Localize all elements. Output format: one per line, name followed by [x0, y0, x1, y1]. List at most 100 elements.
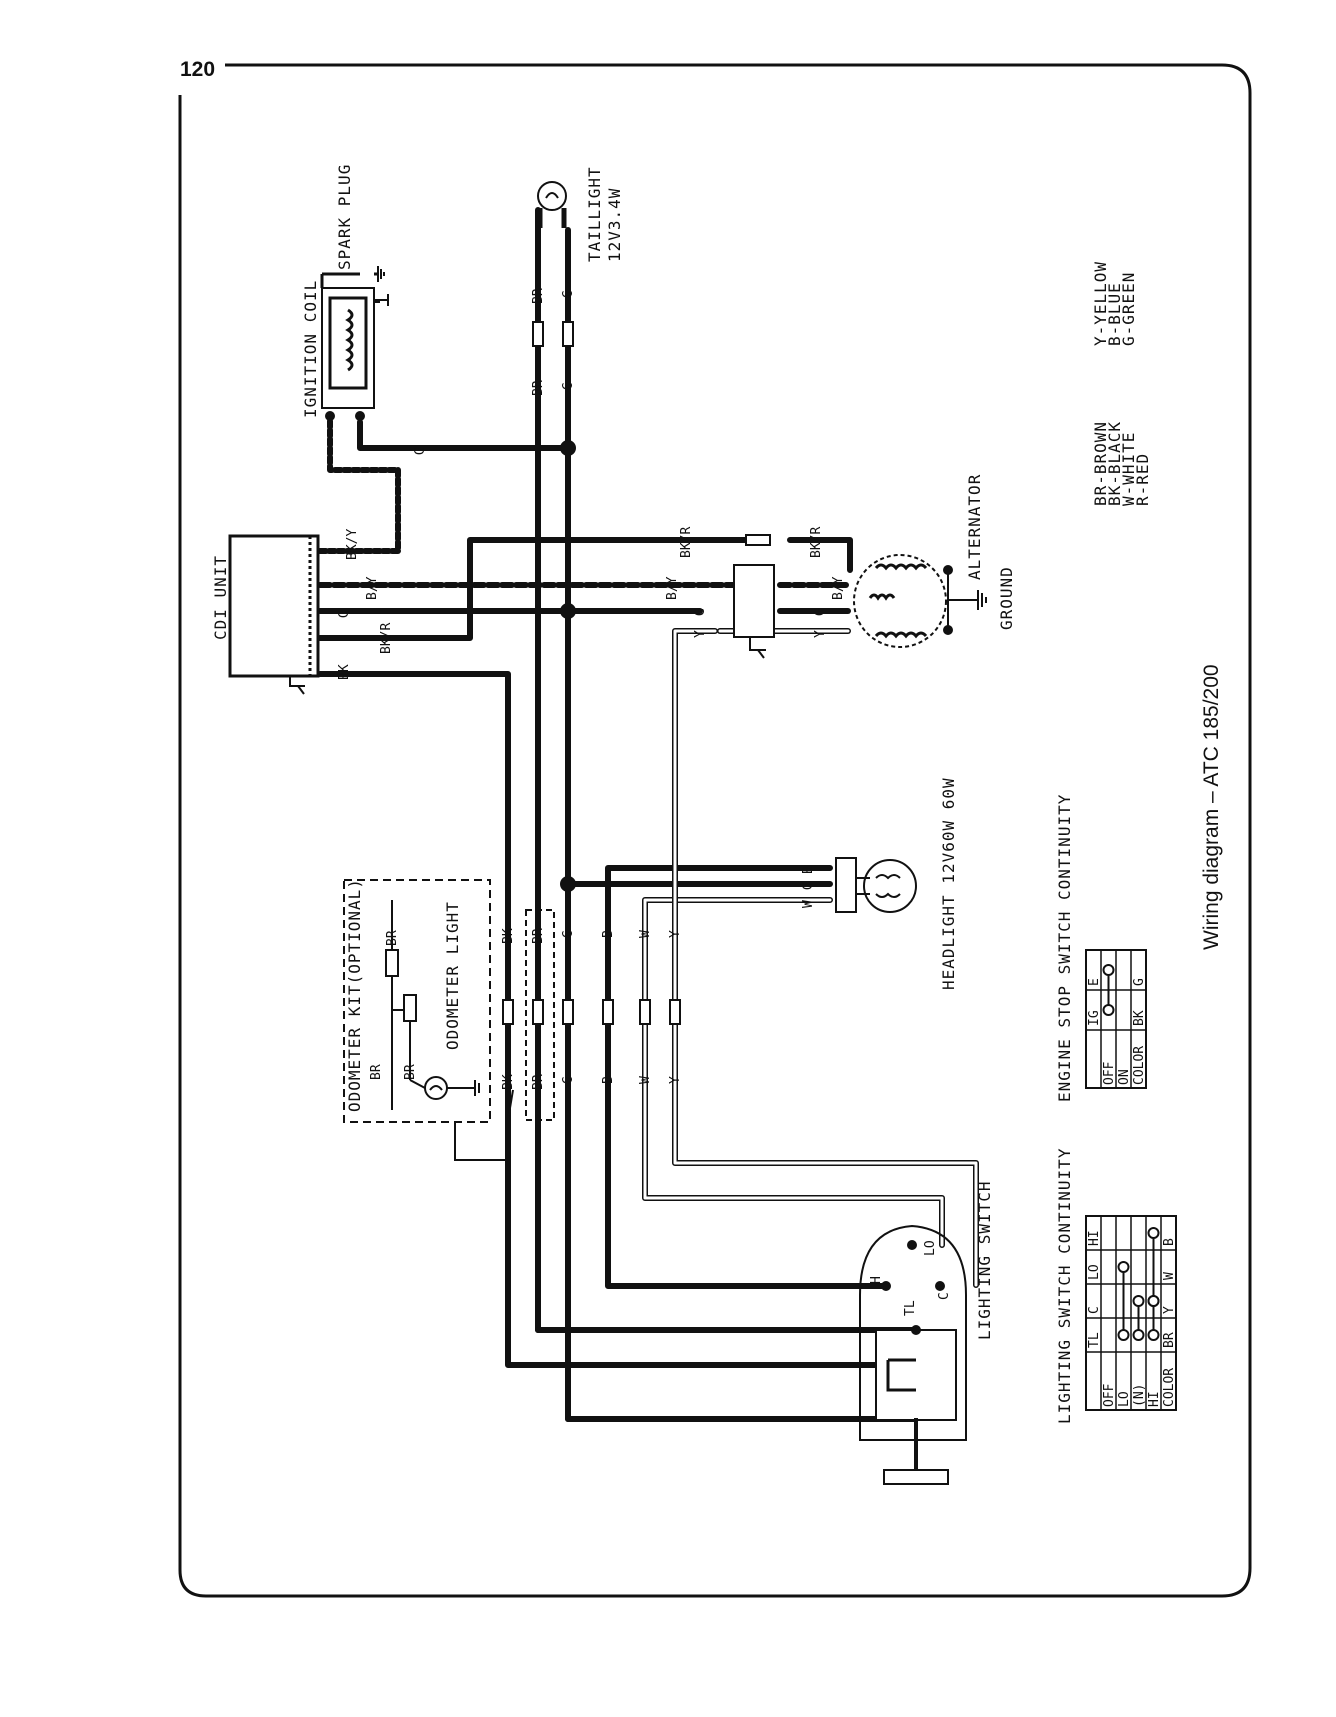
inline-connectors [502, 321, 771, 1025]
legend-left-2: W-WHITE [1119, 432, 1138, 506]
wire-label-br-lower: BR [531, 1074, 546, 1090]
wire-label-br-tail: BR [531, 288, 546, 304]
wire-label-g-reg: G [693, 608, 708, 616]
lighting_table-cell: OFF [1102, 1383, 1117, 1407]
legend-right-1: B-BLUE [1105, 282, 1124, 346]
wire-label-y-alt: Y [813, 630, 828, 638]
terminal-h: H [869, 1276, 884, 1284]
wire-label-w-lower: W [638, 1076, 653, 1084]
junction-block [525, 909, 555, 1121]
wire-label-bk-y: BK/Y [345, 529, 360, 560]
wire-label-b-y-alt: B/Y [831, 576, 846, 600]
headlight [835, 857, 917, 913]
engine_stop_table-cell: ON [1117, 1069, 1132, 1085]
wire-label-y-lower: Y [668, 1076, 683, 1084]
wire-label-b-y: B/Y [365, 576, 380, 600]
wire-labels: BK/Y B/Y G BK/R BK G BR G BR G BK/R B/Y … [337, 288, 846, 1090]
engine_stop_table-cell: IG [1087, 1010, 1102, 1026]
legend-right-2: G-GREEN [1119, 272, 1138, 346]
wire-label-g-tail2: G [561, 382, 576, 390]
lighting-table-title: LIGHTING SWITCH CONTINUITY [1055, 1148, 1074, 1424]
wire-label-bk-r-reg: BK/R [679, 527, 694, 558]
legend-left-0: BR-BROWN [1091, 421, 1110, 506]
wire-label-bk-lower: BK [501, 1074, 516, 1090]
lighting_table-connection-node [1117, 1329, 1130, 1341]
taillight-rating: 12V3.4W [605, 188, 624, 262]
engine_stop_table-cell: G [1132, 978, 1147, 986]
wire-label-bk-r: BK/R [379, 623, 394, 654]
legend-left-3: R-RED [1133, 453, 1152, 506]
engine_stop_table-cell: OFF [1102, 1061, 1117, 1085]
legend-left-1: BK-BLACK [1105, 421, 1124, 506]
cdi-unit: CDI UNIT [211, 534, 320, 695]
alternator-label: ALTERNATOR [965, 474, 984, 580]
junction-dots [560, 440, 576, 892]
lighting_table-cell: HI [1147, 1391, 1162, 1407]
lighting_table-connection-node [1147, 1227, 1160, 1239]
wire-label-g-head: G [801, 882, 816, 890]
odometer-kit [343, 879, 514, 1161]
taillight-bulb [537, 181, 567, 228]
lighting-switch-label: LIGHTING SWITCH [975, 1181, 994, 1341]
page-frame [178, 63, 1252, 1598]
headlight-label: HEADLIGHT 12V60W 60W [939, 777, 958, 990]
lighting_table-connection-node [1117, 1261, 1130, 1273]
ground-label: GROUND [997, 566, 1016, 630]
odometer-kit-label: ODOMETER KIT(OPTIONAL) [345, 878, 364, 1112]
color-legend: BR-BROWN BK-BLACK W-WHITE R-RED Y-YELLOW… [1091, 261, 1152, 506]
cdi-unit-label: CDI UNIT [211, 555, 230, 640]
wire-label-w-upper: W [638, 930, 653, 938]
lighting_table-connection-node [1147, 1295, 1160, 1307]
lighting_table-cell: LO [1117, 1391, 1132, 1407]
page-number: 120 [180, 58, 216, 81]
wire-label-g: G [337, 610, 352, 618]
harness-wires [317, 207, 979, 1422]
legend-right-0: Y-YELLOW [1091, 261, 1110, 346]
odometer-light-label: ODOMETER LIGHT [443, 901, 462, 1050]
engine_stop_table-cell: BK [1132, 1010, 1147, 1026]
lighting_table-cell: W [1162, 1272, 1177, 1280]
wire-label-br-tail2: BR [531, 380, 546, 396]
wire-label-br-odo2: BR [369, 1064, 384, 1080]
wire-label-b-upper: B [601, 930, 616, 938]
wire-label-g-lower: G [561, 1076, 576, 1084]
wire-label-b-y-reg: B/Y [665, 576, 680, 600]
lighting_table-cell: COLOR [1162, 1368, 1177, 1407]
lighting_table-cell: LO [1087, 1264, 1102, 1280]
ignition-coil [320, 272, 389, 421]
wire-label-b-lower: B [601, 1076, 616, 1084]
wire-label-b-head: B [801, 866, 816, 874]
regulator-block [733, 564, 775, 659]
wire-label-g-alt: G [813, 608, 828, 616]
lighting_table-cell: BR [1162, 1332, 1177, 1348]
spark-plug-label: SPARK PLUG [335, 164, 354, 270]
engine_stop_table-cell: E [1087, 978, 1102, 986]
lighting_table-cell: Y [1162, 1306, 1177, 1314]
wire-label-br-odo3: BR [403, 1064, 418, 1080]
diagram-caption: Wiring diagram – ATC 185/200 [1200, 664, 1223, 950]
wire-label-w-head: W [801, 900, 816, 908]
wire-label-br-odo: BR [385, 930, 400, 946]
alternator [853, 554, 987, 648]
lighting_table-cell: B [1162, 1238, 1177, 1246]
wire-label-bk-r-alt: BK/R [809, 527, 824, 558]
wire-label-br-upper: BR [531, 928, 546, 944]
wire-label-y-upper: Y [668, 930, 683, 938]
lighting_table-cell: HI [1087, 1230, 1102, 1246]
engine_stop_table-cell: COLOR [1132, 1046, 1147, 1085]
wire-label-g-upper: G [561, 930, 576, 938]
lighting_table-cell: TL [1087, 1332, 1102, 1348]
lighting_table-cell: C [1087, 1306, 1102, 1314]
engine-stop-table-title: ENGINE STOP SWITCH CONTINUITY [1055, 794, 1074, 1102]
spark-plug [348, 266, 385, 282]
wire-label-g-coil: G [413, 447, 428, 455]
wire-label-bk-upper: BK [501, 928, 516, 944]
lighting_table-connection-node [1147, 1329, 1160, 1341]
engine_stop_table-connection-node [1102, 1004, 1115, 1016]
lighting_table-connection-node [1132, 1295, 1145, 1307]
terminal-lo: LO [923, 1240, 938, 1256]
terminal-tl: TL [903, 1300, 918, 1316]
